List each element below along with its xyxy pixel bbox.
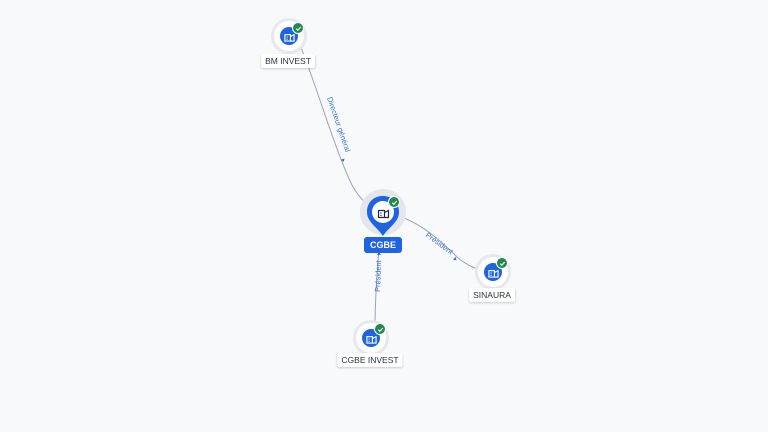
verified-check-icon xyxy=(374,323,386,335)
company-building-icon xyxy=(365,335,377,344)
node-label: BM INVEST xyxy=(261,54,315,68)
edge-arrow-sinaura xyxy=(452,256,457,261)
verified-check-icon xyxy=(292,22,304,34)
verified-check-icon xyxy=(496,257,508,269)
edge-cgbe-sinaura xyxy=(394,214,487,272)
node-label: SINAURA xyxy=(469,288,515,302)
edge-label-directeur-general: Directeur général xyxy=(325,96,352,154)
edge-arrow-bm-invest xyxy=(340,158,345,162)
company-building-icon xyxy=(487,269,499,278)
company-building-icon xyxy=(283,33,295,42)
edge-arrow-cgbe-invest xyxy=(377,252,381,255)
verified-check-icon xyxy=(388,196,400,208)
node-label: CGBE INVEST xyxy=(337,353,403,367)
node-label-focus: CGBE xyxy=(363,237,403,253)
edge-label-president-sinaura: Président xyxy=(424,230,456,256)
edge-label-president-cgbe-invest: Président xyxy=(373,259,383,292)
